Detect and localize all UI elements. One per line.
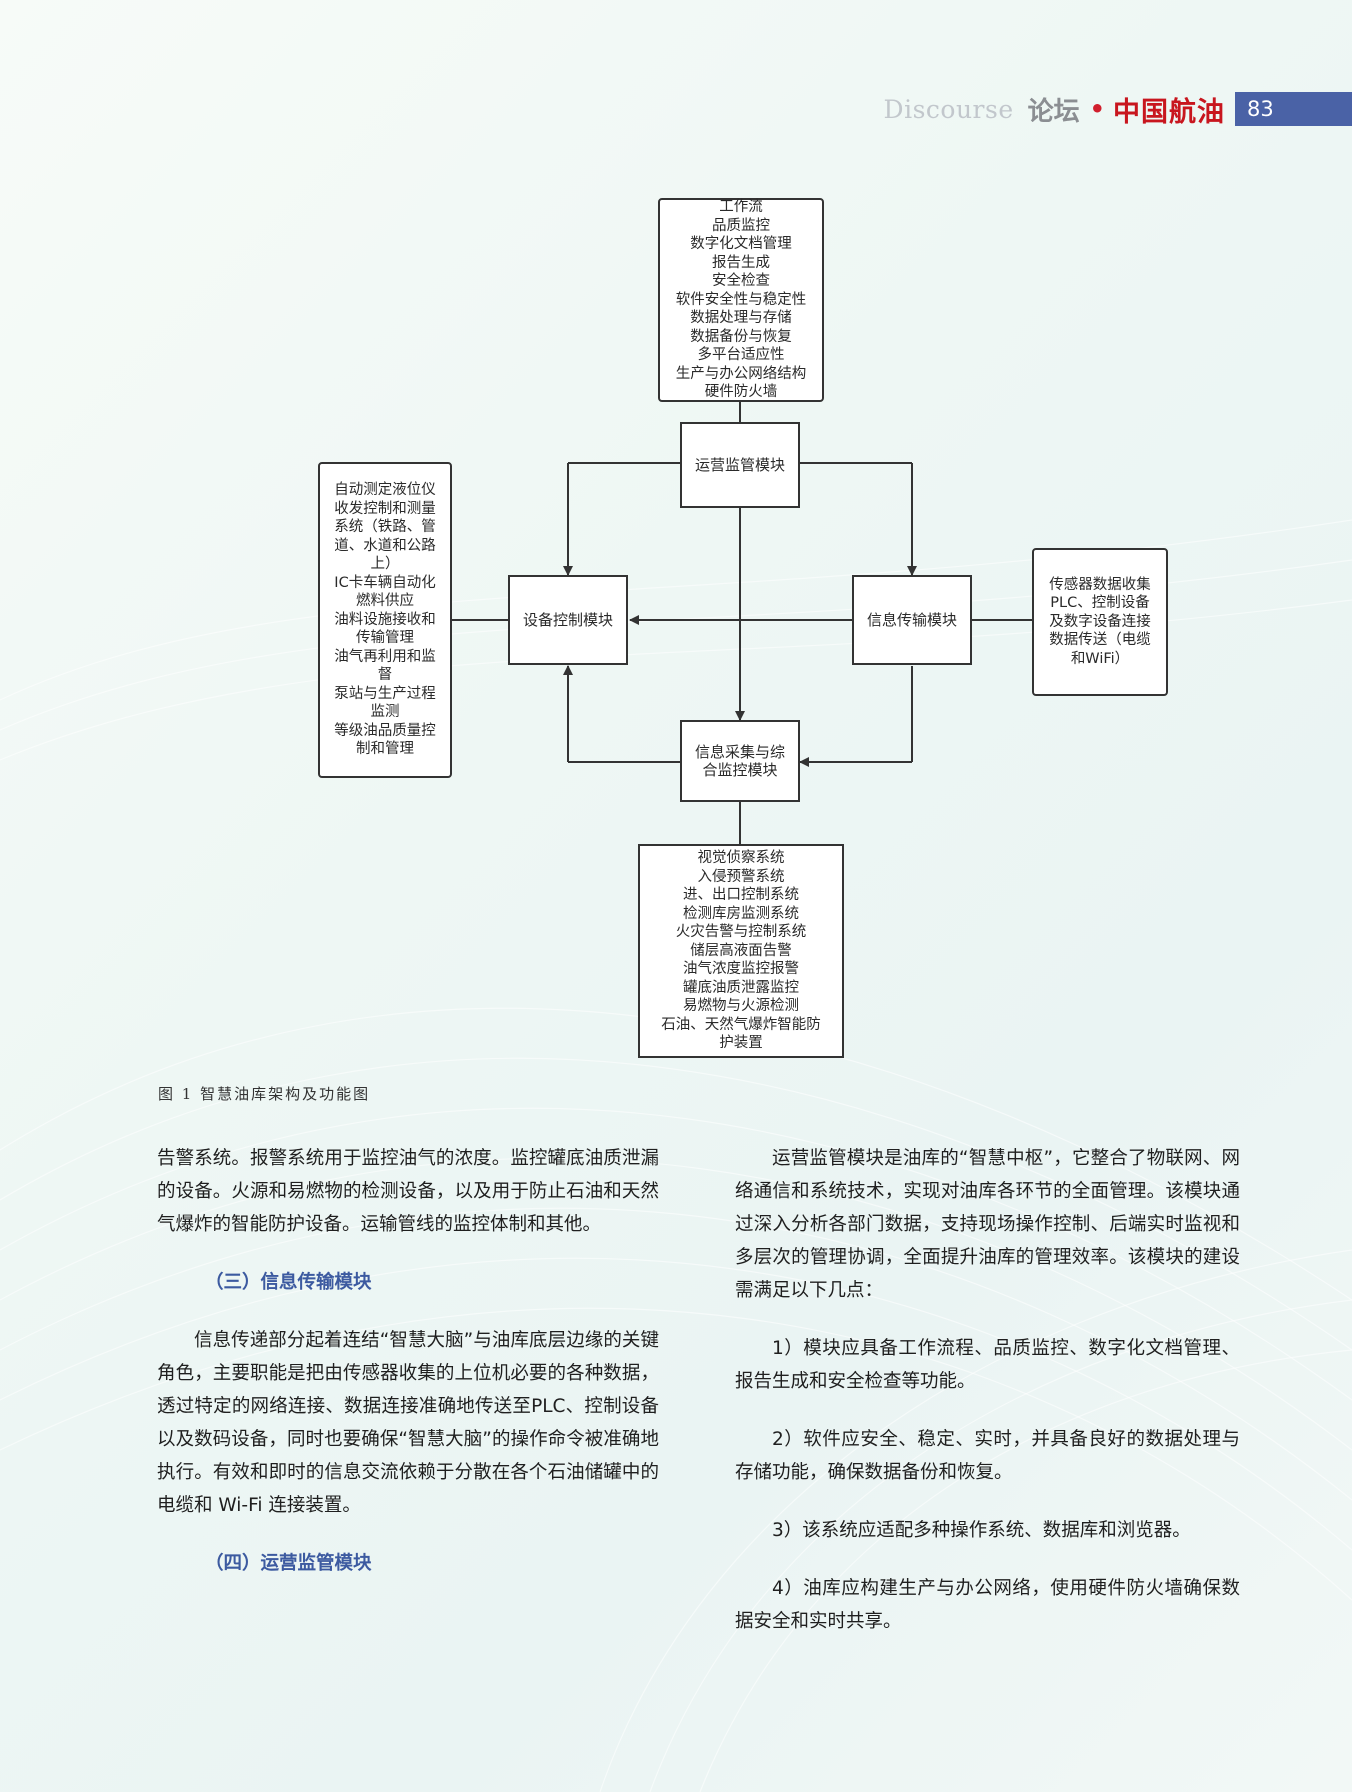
section-heading: （四）运营监管模块: [205, 1553, 372, 1574]
left-column: 告警系统。报警系统用于监控油气的浓度。监控罐底油质泄漏的设备。火源和易燃物的检测…: [157, 1142, 659, 1605]
section-heading: （三）信息传输模块: [205, 1272, 372, 1293]
ops-module-box: 运营监管模块: [680, 422, 800, 508]
section-label-english: Discourse: [883, 94, 1014, 124]
bottom-function-box: 视觉侦察系统 入侵预警系统 进、出口控制系统 检测库房监测系统 火灾告警与控制系…: [638, 844, 844, 1058]
page-number: 83: [1235, 92, 1352, 126]
list-item: 3）该系统应适配多种操作系统、数据库和浏览器。: [772, 1520, 1191, 1541]
left-function-box: 自动测定液位仪 收发控制和测量 系统（铁路、管 道、水道和公路 上） IC卡车辆…: [318, 462, 452, 778]
top-function-box: 工作流 品质监控 数字化文档管理 报告生成 安全检查 软件安全性与稳定性 数据处…: [658, 198, 824, 402]
magazine-title: 中国航油: [1113, 96, 1225, 128]
architecture-diagram: 工作流 品质监控 数字化文档管理 报告生成 安全检查 软件安全性与稳定性 数据处…: [300, 190, 1200, 1070]
separator-dot: •: [1089, 95, 1105, 123]
paragraph: 信息传递部分起着连结“智慧大脑”与油库底层边缘的关键角色，主要职能是把由传感器收…: [157, 1330, 659, 1516]
list-item: 1）模块应具备工作流程、品质监控、数字化文档管理、报告生成和安全检查等功能。: [735, 1338, 1240, 1392]
right-function-box: 传感器数据收集 PLC、控制设备 及数字设备连接 数据传送（电缆 和WiFi）: [1032, 548, 1168, 696]
paragraph: 运营监管模块是油库的“智慧中枢”，它整合了物联网、网络通信和系统技术，实现对油库…: [735, 1148, 1240, 1301]
info-transfer-module-box: 信息传输模块: [852, 575, 972, 665]
page-header: Discourse 论坛 • 中国航油 83: [883, 92, 1352, 128]
right-column: 运营监管模块是油库的“智慧中枢”，它整合了物联网、网络通信和系统技术，实现对油库…: [735, 1142, 1240, 1663]
figure-caption: 图 1 智慧油库架构及功能图: [158, 1085, 371, 1103]
collect-monitor-module-box: 信息采集与综 合监控模块: [680, 720, 800, 802]
diagram-connectors: [452, 402, 1032, 844]
list-item: 2）软件应安全、稳定、实时，并具备良好的数据处理与存储功能，确保数据备份和恢复。: [735, 1429, 1240, 1483]
list-item: 4）油库应构建生产与办公网络，使用硬件防火墙确保数据安全和实时共享。: [735, 1578, 1240, 1632]
paragraph: 告警系统。报警系统用于监控油气的浓度。监控罐底油质泄漏的设备。火源和易燃物的检测…: [157, 1148, 659, 1235]
device-module-box: 设备控制模块: [508, 575, 628, 665]
section-label: 论坛: [1027, 96, 1080, 127]
